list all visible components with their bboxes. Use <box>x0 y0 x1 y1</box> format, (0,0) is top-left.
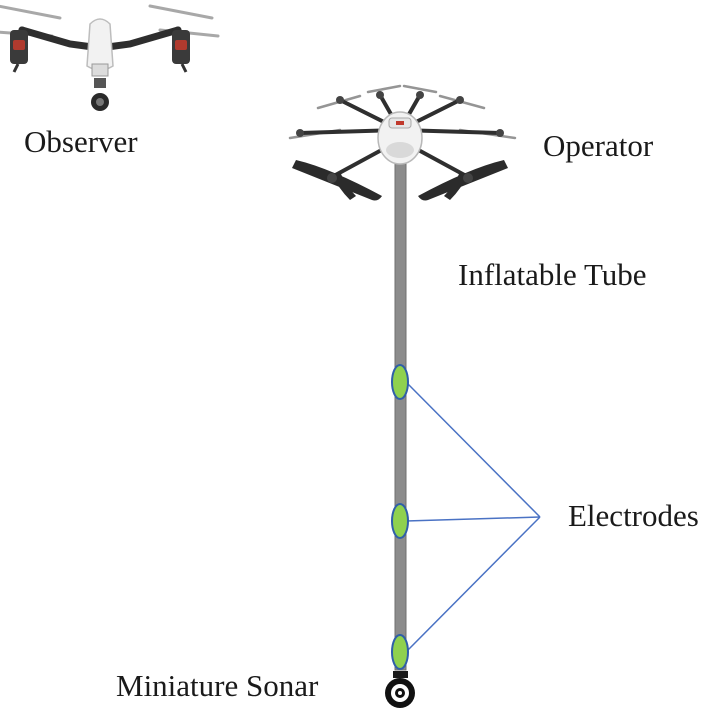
miniature-sonar-label: Miniature Sonar <box>116 668 319 703</box>
operator-label: Operator <box>543 128 654 163</box>
observer-label: Observer <box>24 124 138 159</box>
electrode-pointer-lines <box>405 381 541 653</box>
quadcopter-icon <box>0 4 220 111</box>
electrode-middle <box>391 503 409 539</box>
electrode-bottom <box>391 634 409 670</box>
hexacopter-icon <box>288 84 517 201</box>
inflatable-tube-label: Inflatable Tube <box>458 257 647 292</box>
electrodes-label: Electrodes <box>568 498 699 533</box>
electrode-top <box>391 364 409 400</box>
inflatable-tube <box>394 157 407 671</box>
sonar-icon <box>385 671 415 708</box>
